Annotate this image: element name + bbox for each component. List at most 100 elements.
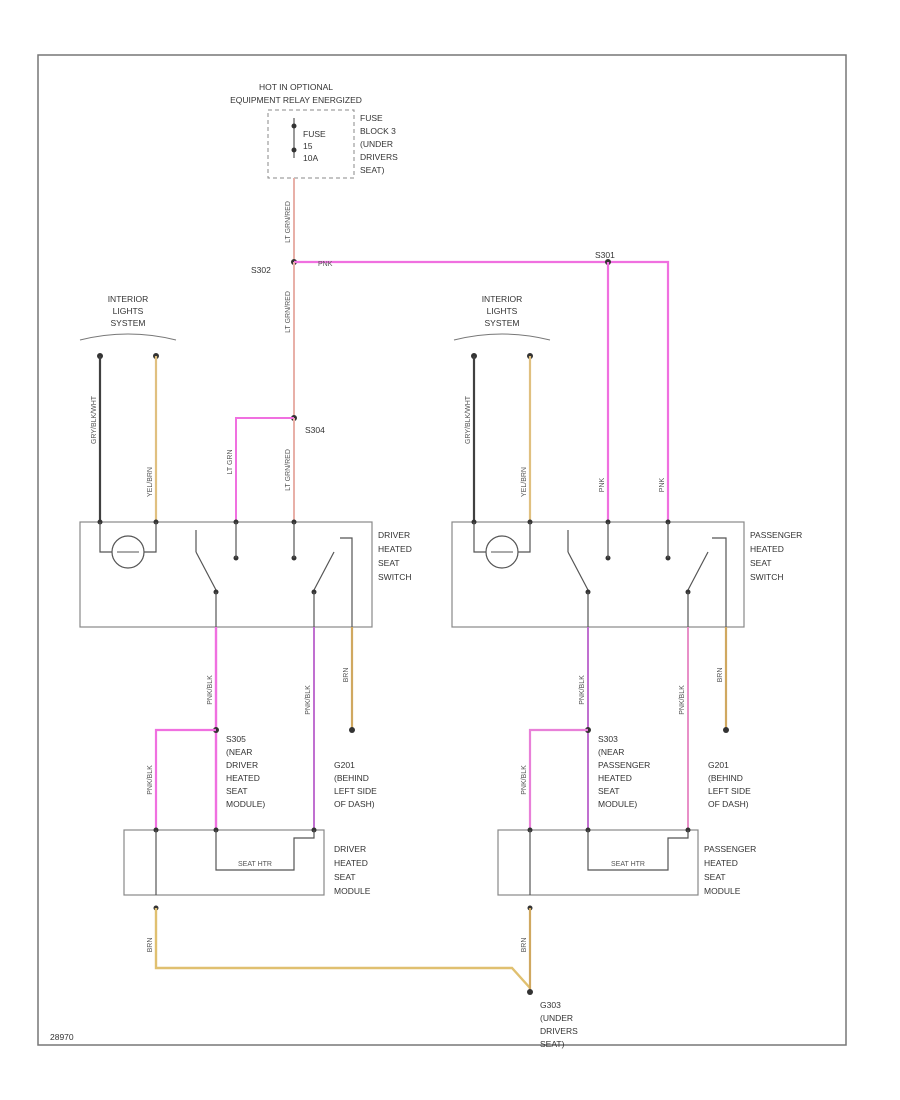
driver-switch-box — [79, 521, 373, 628]
wire-pass-mod-in — [528, 728, 588, 830]
driver-switch-label-4: SWITCH — [378, 572, 412, 582]
passenger-module-label-2: HEATED — [704, 858, 738, 868]
splice-s305-label-6: MODULE) — [226, 799, 265, 809]
wire-label-drv-out-2: PNK/BLK — [305, 685, 312, 715]
passenger-switch-label-3: SEAT — [750, 558, 772, 568]
splice-s305-label-4: HEATED — [226, 773, 260, 783]
driver-module-label-3: SEAT — [334, 872, 356, 882]
diagram-frame — [37, 54, 847, 1046]
driver-indicator-lamp-icon — [111, 535, 145, 569]
ground-left-label-2: (BEHIND — [334, 773, 369, 783]
ground-bottom-label-1: G303 — [540, 1000, 561, 1010]
wire-label-pass-mod-in: PNK/BLK — [521, 765, 528, 795]
passenger-switch-blade-2 — [687, 551, 709, 591]
wire-pink-top — [294, 260, 670, 522]
splice-s301-label: S301 — [595, 250, 615, 260]
splice-s303-label-6: MODULE) — [598, 799, 637, 809]
passenger-switch-box — [451, 521, 745, 628]
wire-label-drv-mod-in: PNK/BLK — [147, 765, 154, 795]
ground-left-label-1: G201 — [334, 760, 355, 770]
fuse-terminal-bottom — [291, 147, 297, 153]
il-left-label-3: SYSTEM — [111, 318, 146, 328]
wire-label-pass-out-1: PNK/BLK — [579, 675, 586, 705]
driver-switch-label-2: HEATED — [378, 544, 412, 554]
driver-switch-blade-2 — [313, 551, 335, 591]
passenger-module-label-3: SEAT — [704, 872, 726, 882]
diagram-code: 28970 — [50, 1032, 74, 1042]
driver-module-box — [123, 829, 325, 896]
passenger-switch-label-1: PASSENGER — [750, 530, 802, 540]
heater-left-label: SEAT HTR — [238, 861, 272, 868]
fuse-label-3: 10A — [303, 153, 318, 163]
passenger-switch-label-2: HEATED — [750, 544, 784, 554]
wire-label-left-lg: LT GRN/RED — [285, 449, 292, 491]
wire-label-drv-mod-gnd: BRN — [147, 938, 154, 953]
wire-drv-mod-gnd — [154, 908, 531, 989]
fuse-block-label-1: FUSE — [360, 113, 383, 123]
il-right-label-2: LIGHTS — [487, 306, 518, 316]
wire-label-right-pnk-2: PNK — [659, 477, 666, 492]
ground-right-label-2: (BEHIND — [708, 773, 743, 783]
splice-s302-label: S302 — [251, 265, 271, 275]
il-right-bracket — [453, 333, 551, 341]
passenger-module-label-1: PASSENGER — [704, 844, 756, 854]
passenger-module-box — [497, 829, 699, 896]
wire-label-pass-mod-gnd: BRN — [521, 938, 528, 953]
splice-s305-label-1: S305 — [226, 734, 246, 744]
fuse-block-box — [267, 109, 355, 179]
driver-switch-label-3: SEAT — [378, 558, 400, 568]
wire-label-left-pink: LT GRN — [227, 449, 234, 474]
il-left-label-2: LIGHTS — [113, 306, 144, 316]
wire-label-pass-out-3: BRN — [717, 668, 724, 683]
il-right-label-1: INTERIOR — [482, 294, 523, 304]
ground-left-terminal — [349, 727, 355, 733]
splice-s303-label-1: S303 — [598, 734, 618, 744]
heater-right-label: SEAT HTR — [611, 861, 645, 868]
ground-left-label-4: OF DASH) — [334, 799, 375, 809]
fuse-terminal-top — [291, 123, 297, 129]
ground-bottom-label-4: SEAT) — [540, 1039, 565, 1049]
fuse-block-label-2: BLOCK 3 — [360, 126, 396, 136]
fuse-block-label-5: SEAT) — [360, 165, 385, 175]
passenger-indicator-lamp-icon — [485, 535, 519, 569]
wire-label-il-right-1: GRY/BLK/WHT — [465, 395, 472, 444]
splice-s303-label-5: SEAT — [598, 786, 620, 796]
wire-label-drv-out-3: BRN — [343, 668, 350, 683]
ground-bottom-label-2: (UNDER — [540, 1013, 573, 1023]
driver-switch-label-1: DRIVER — [378, 530, 410, 540]
wire-drv-mod-in — [154, 728, 216, 830]
driver-module-label-1: DRIVER — [334, 844, 366, 854]
hot-in-label-2: EQUIPMENT RELAY ENERGIZED — [230, 95, 362, 105]
splice-s305-label-2: (NEAR — [226, 747, 252, 757]
driver-module-label-2: HEATED — [334, 858, 368, 868]
wire-label-il-right-2: YEL/BRN — [521, 467, 528, 497]
wire-label-il-left-1: GRY/BLK/WHT — [91, 395, 98, 444]
ground-bottom-label-3: DRIVERS — [540, 1026, 578, 1036]
wire-label-right-pnk-1: PNK — [599, 477, 606, 492]
ground-right-label-1: G201 — [708, 760, 729, 770]
ground-right-terminal — [723, 727, 729, 733]
splice-s305-label-5: SEAT — [226, 786, 248, 796]
wire-label-pink-top: PNK — [318, 261, 333, 268]
ground-bottom-terminal — [527, 989, 533, 995]
hot-in-label-1: HOT IN OPTIONAL — [259, 82, 333, 92]
il-left-label-1: INTERIOR — [108, 294, 149, 304]
splice-s304-label: S304 — [305, 425, 325, 435]
wire-label-drv-out-1: PNK/BLK — [207, 675, 214, 705]
fuse-block-label-4: DRIVERS — [360, 152, 398, 162]
passenger-switch-blade-1 — [567, 551, 589, 591]
wire-label-fuse-out: LT GRN/RED — [285, 201, 292, 243]
ground-right-label-3: LEFT SIDE — [708, 786, 751, 796]
splice-s303-label-2: (NEAR — [598, 747, 624, 757]
wire-label-pass-out-2: PNK/BLK — [679, 685, 686, 715]
il-right-label-3: SYSTEM — [485, 318, 520, 328]
ground-right-label-4: OF DASH) — [708, 799, 749, 809]
wire-label-splice-down: LT GRN/RED — [285, 291, 292, 333]
fuse-block-label-3: (UNDER — [360, 139, 393, 149]
wire-pink-left — [235, 417, 294, 522]
driver-module-label-4: MODULE — [334, 886, 371, 896]
fuse-label-1: FUSE — [303, 129, 326, 139]
driver-switch-blade-1 — [195, 551, 217, 591]
fuse-label-2: 15 — [303, 141, 313, 151]
splice-s303-label-3: PASSENGER — [598, 760, 650, 770]
